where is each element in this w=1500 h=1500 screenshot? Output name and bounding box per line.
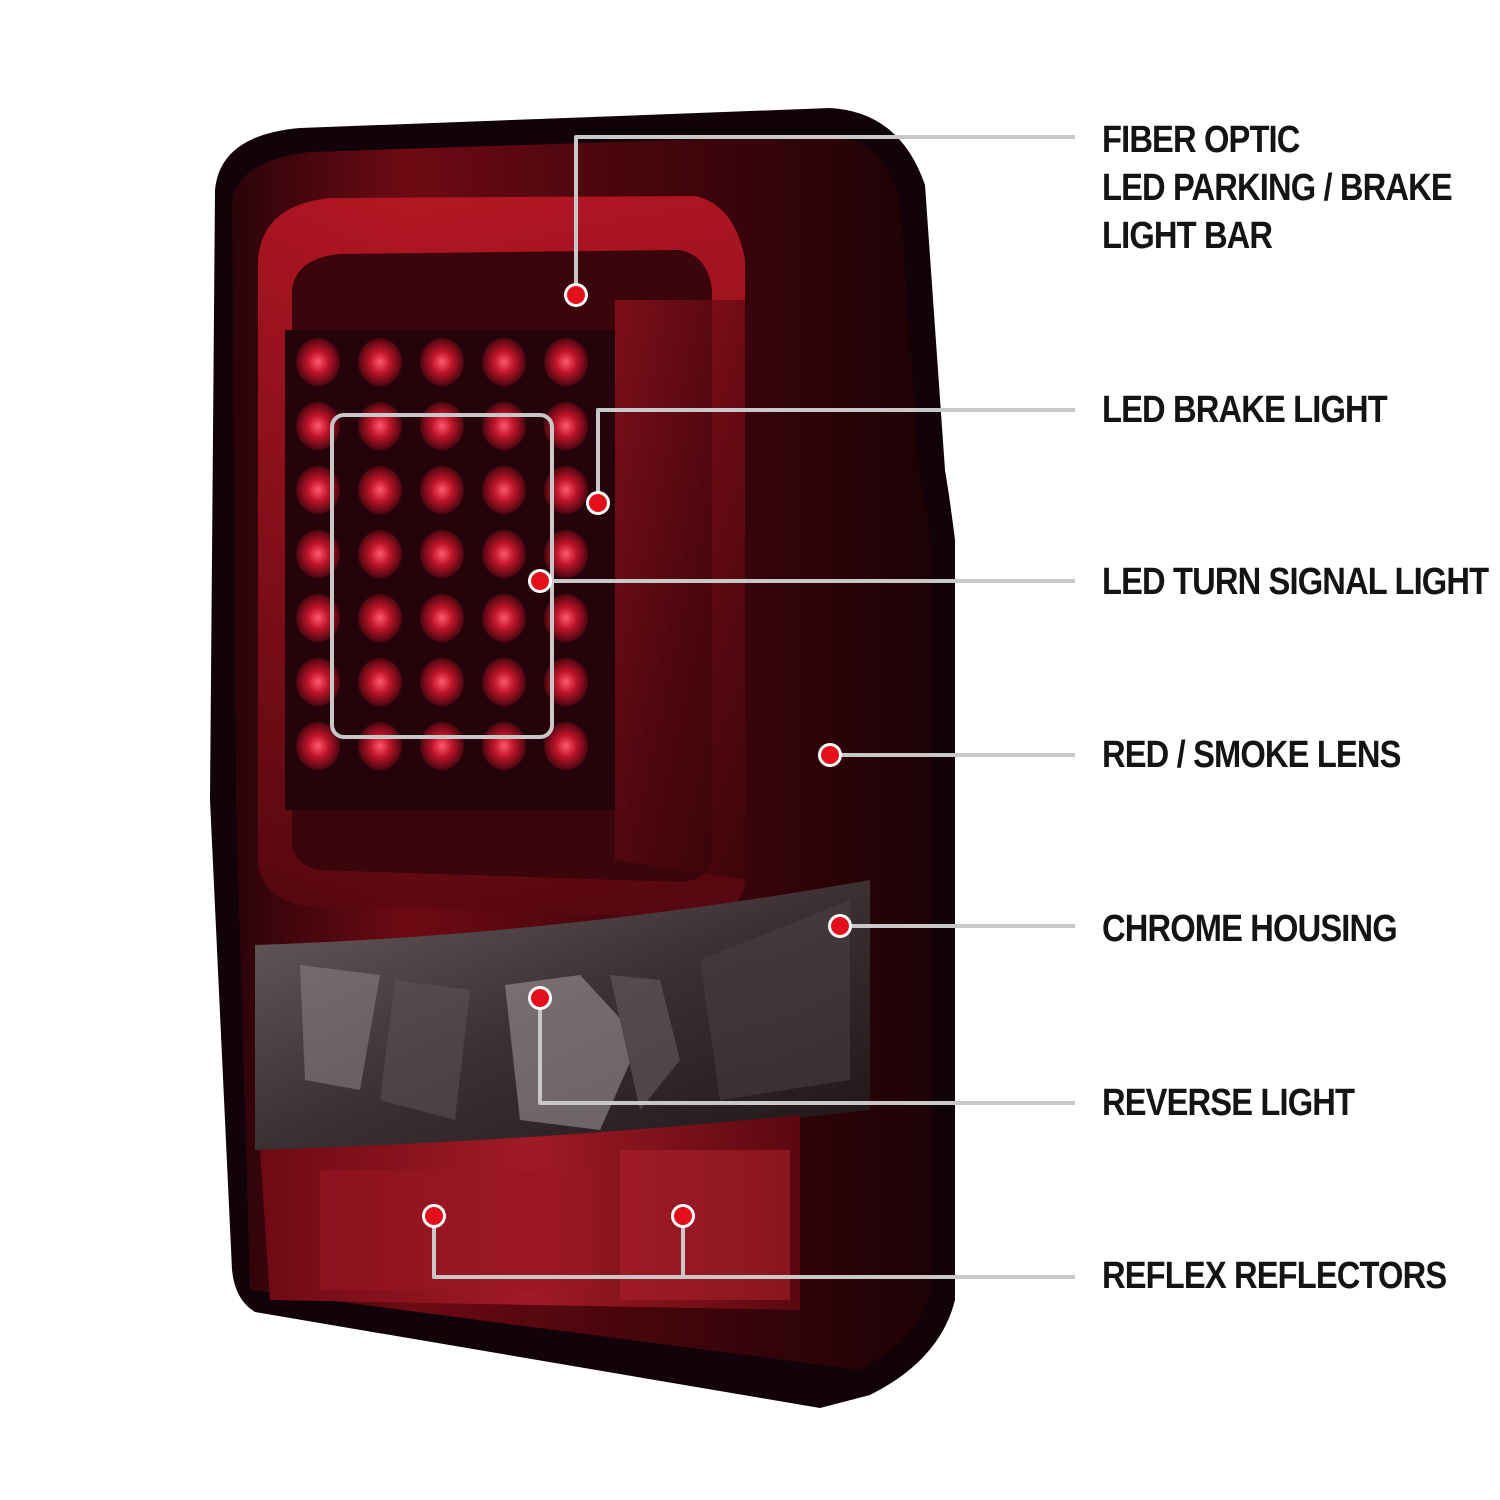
marker-reflector-right	[671, 1204, 695, 1228]
callout-lens: RED / SMOKE LENS	[1102, 731, 1401, 779]
marker-fiber-optic	[564, 283, 588, 307]
callout-fiber-optic-line-1: FIBER OPTIC	[1102, 119, 1300, 161]
turn-signal-outline	[330, 413, 554, 739]
callout-reflectors-text: REFLEX REFLECTORS	[1102, 1255, 1447, 1297]
led-cluster	[285, 330, 615, 810]
marker-led-brake	[586, 491, 610, 515]
led-diode	[482, 466, 526, 514]
callout-fiber-optic-line-3: LIGHT BAR	[1102, 215, 1273, 257]
red-lens-panel	[615, 300, 745, 880]
led-diode	[420, 594, 464, 642]
marker-housing	[828, 914, 852, 938]
led-diode	[482, 722, 526, 770]
led-diode	[420, 658, 464, 706]
led-diode	[544, 530, 588, 578]
led-diode	[544, 594, 588, 642]
callout-housing: CHROME HOUSING	[1102, 905, 1398, 953]
led-diode	[296, 594, 340, 642]
callout-markers	[422, 283, 852, 1228]
led-diode	[296, 658, 340, 706]
callout-reflectors: REFLEX REFLECTORS	[1102, 1252, 1447, 1300]
marker-lens	[818, 743, 842, 767]
led-diode	[544, 658, 588, 706]
led-diode	[420, 466, 464, 514]
reverse-reflector-facets	[300, 900, 850, 1130]
led-diode	[482, 658, 526, 706]
led-diode	[358, 466, 402, 514]
marker-reflector-left	[422, 1204, 446, 1228]
led-diode	[420, 338, 464, 386]
led-diode	[296, 338, 340, 386]
led-diode	[296, 402, 340, 450]
callout-led-turn-text: LED TURN SIGNAL LIGHT	[1102, 561, 1489, 603]
marker-led-turn	[528, 569, 552, 593]
led-diode	[544, 466, 588, 514]
callout-reverse-text: REVERSE LIGHT	[1102, 1082, 1355, 1124]
led-diode	[420, 402, 464, 450]
marker-reverse	[528, 986, 552, 1010]
led-diode	[358, 530, 402, 578]
led-diode	[358, 402, 402, 450]
led-diode	[358, 338, 402, 386]
callout-lens-text: RED / SMOKE LENS	[1102, 734, 1401, 776]
callout-led-brake: LED BRAKE LIGHT	[1102, 386, 1388, 434]
led-diode	[358, 658, 402, 706]
led-diode	[482, 594, 526, 642]
led-diode	[482, 530, 526, 578]
leader-lines	[432, 135, 1075, 1279]
led-diode	[544, 402, 588, 450]
led-diode	[358, 722, 402, 770]
led-diode	[358, 594, 402, 642]
led-diode	[482, 402, 526, 450]
callout-led-brake-text: LED BRAKE LIGHT	[1102, 389, 1388, 431]
callout-led-turn: LED TURN SIGNAL LIGHT	[1102, 558, 1489, 606]
led-diode	[544, 722, 588, 770]
led-diode	[296, 530, 340, 578]
reflector-left	[320, 1170, 590, 1290]
led-diode	[420, 722, 464, 770]
callout-fiber-optic: FIBER OPTIC LED PARKING / BRAKE LIGHT BA…	[1102, 116, 1453, 260]
callout-fiber-optic-line-2: LED PARKING / BRAKE	[1102, 167, 1453, 209]
callout-housing-text: CHROME HOUSING	[1102, 908, 1398, 950]
led-diode	[296, 722, 340, 770]
led-diode	[420, 530, 464, 578]
callout-reverse: REVERSE LIGHT	[1102, 1079, 1355, 1127]
led-diode	[296, 466, 340, 514]
led-diode	[544, 338, 588, 386]
led-diode	[482, 338, 526, 386]
